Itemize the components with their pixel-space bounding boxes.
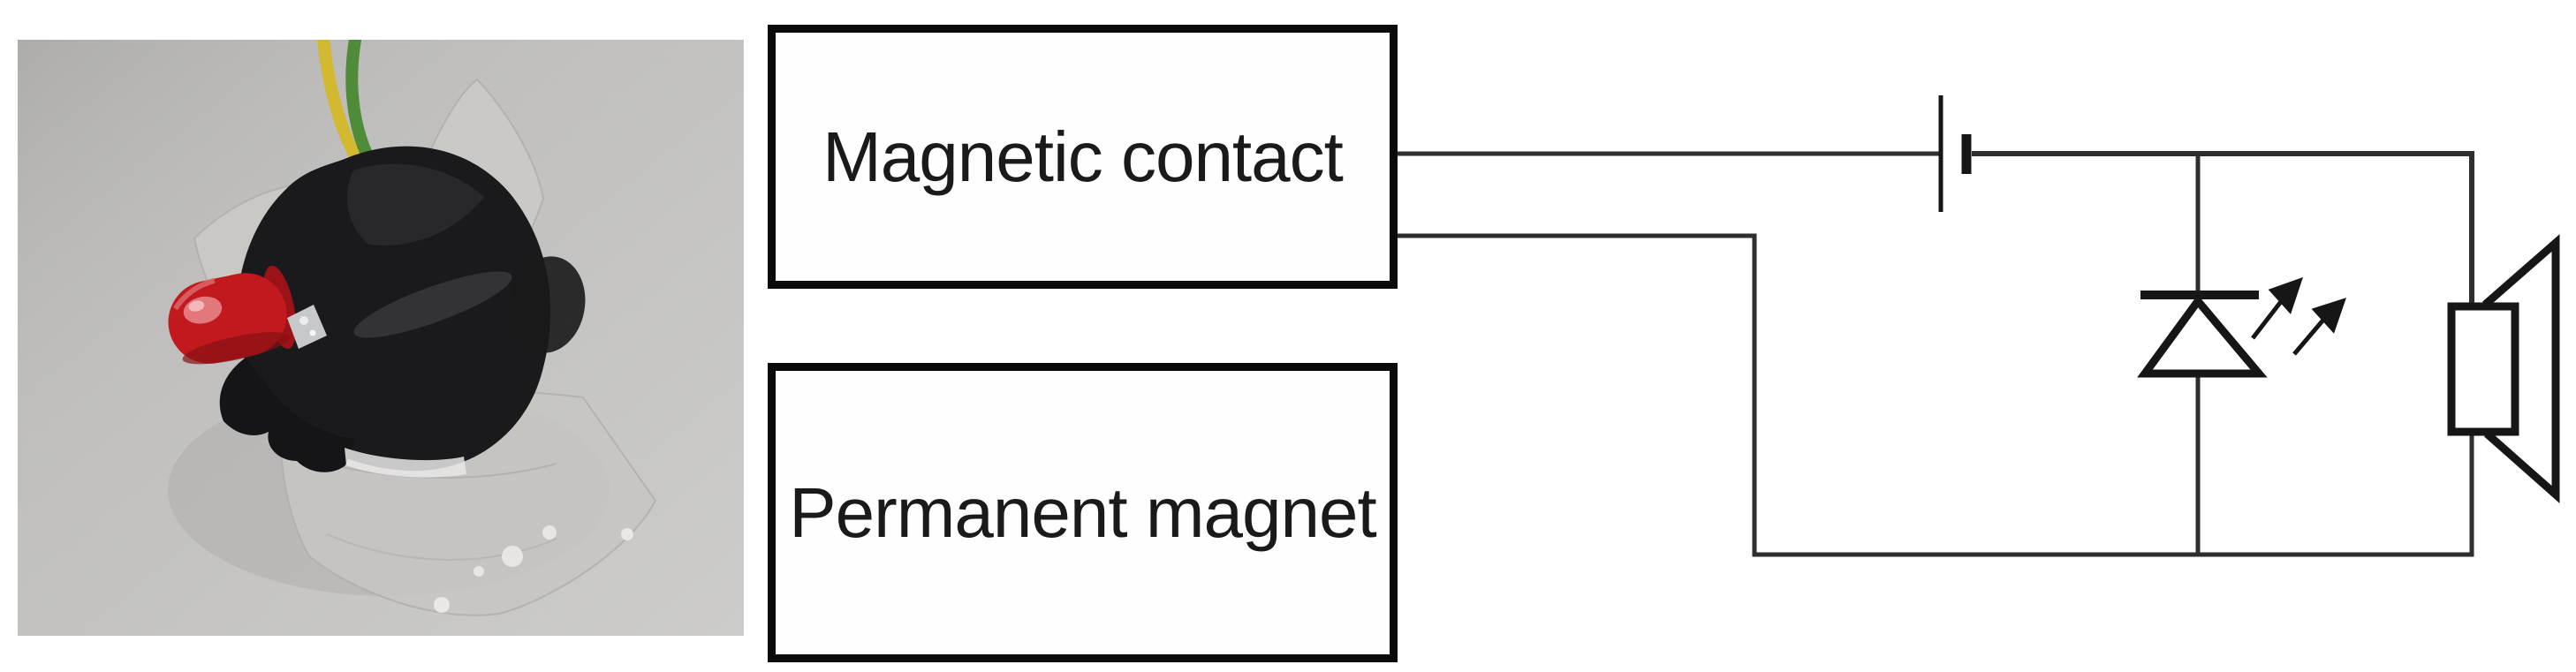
label-box-permanent-magnet: Permanent magnet	[768, 363, 1398, 662]
tape-sheen	[353, 271, 512, 338]
led-icon	[2137, 276, 2346, 378]
magnet-facet	[347, 163, 484, 245]
speaker-horn	[2482, 234, 2560, 503]
speaker-icon	[2447, 234, 2560, 503]
light-arrow-head	[2268, 276, 2303, 314]
plastic-fold-line	[326, 533, 557, 561]
wire-battery-to-speaker	[1972, 151, 2474, 306]
light-arrow-head	[2311, 298, 2346, 334]
prototype-photo	[18, 40, 744, 636]
solder-joint	[287, 305, 327, 349]
wire-contact-return	[1394, 233, 2474, 557]
battery-icon	[1938, 95, 1972, 212]
led-triangle	[2137, 294, 2268, 378]
permanent-magnet-label: Permanent magnet	[789, 472, 1376, 552]
speaker-driver	[2447, 302, 2519, 436]
circuit-wires	[1394, 151, 2474, 557]
led-dome-edge	[172, 277, 216, 311]
magnet-body-bumps	[219, 358, 355, 472]
light-arrow-shaft	[2251, 298, 2284, 340]
tape-glint	[345, 448, 466, 478]
plastic-glints	[434, 525, 633, 613]
magnetic-contact-label: Magnetic contact	[822, 117, 1344, 196]
label-box-magnetic-contact: Magnetic contact	[768, 25, 1398, 289]
led-shadow	[182, 332, 290, 365]
led-light-arrows	[2251, 276, 2346, 356]
magnet-body	[219, 146, 586, 478]
dark-opening	[510, 256, 586, 353]
light-arrow-shaft	[2292, 317, 2326, 356]
red-led	[168, 265, 297, 365]
led-highlight-dot	[188, 300, 205, 312]
